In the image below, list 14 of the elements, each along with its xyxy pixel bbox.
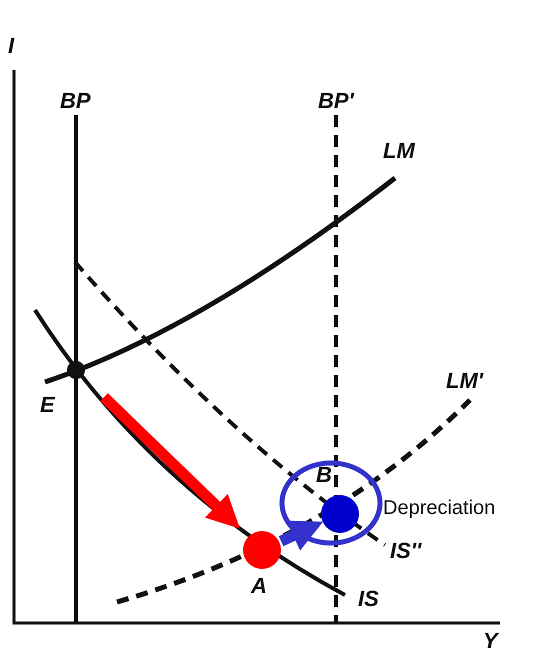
- axis-label: Y: [483, 630, 498, 652]
- curve-label: BP: [60, 90, 91, 112]
- axis-label: I: [8, 35, 14, 57]
- curve-label: BP': [318, 90, 354, 112]
- curve-label: IS: [358, 588, 379, 610]
- point-label: A: [251, 575, 267, 597]
- point-label: B: [316, 464, 332, 486]
- curve-label: IS'': [390, 540, 422, 562]
- arrow: [278, 520, 324, 551]
- arrow: [100, 393, 240, 529]
- point-label: E: [40, 394, 55, 416]
- curve-label: LM': [446, 370, 483, 392]
- annotation-text: Depreciation: [383, 498, 496, 518]
- curve-label: LM: [383, 140, 415, 162]
